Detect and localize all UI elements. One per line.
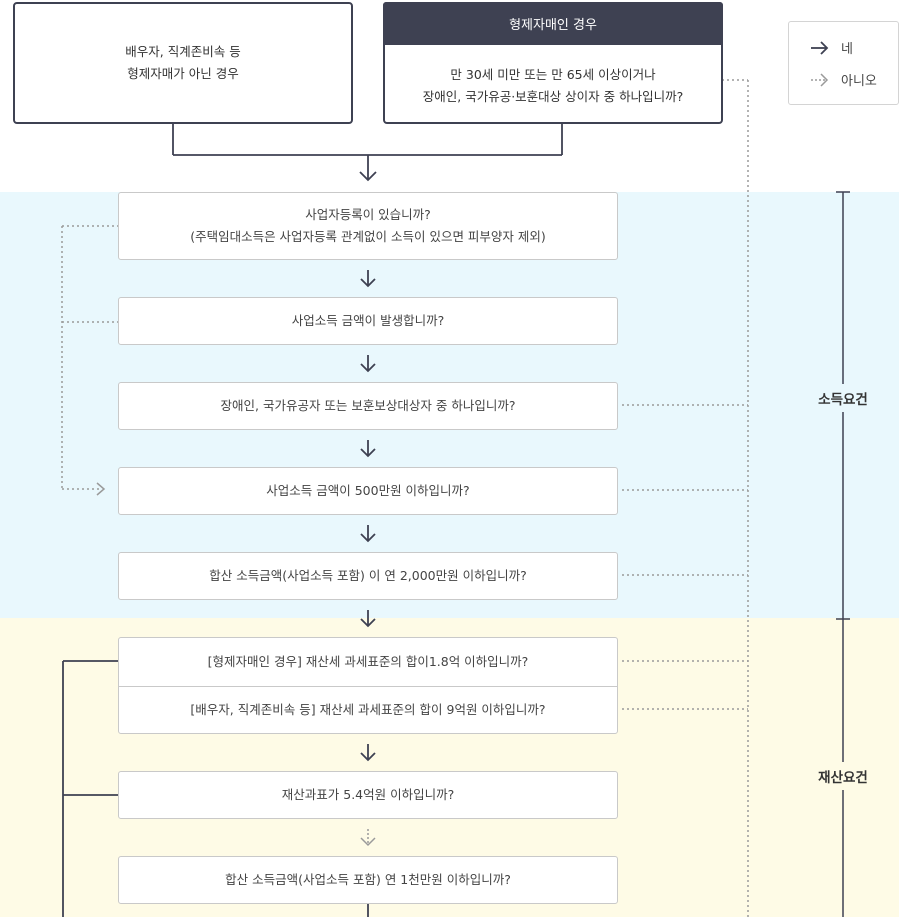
question-property-5-4: 재산과표가 5.4억원 이하입니까?: [118, 771, 618, 819]
dotted-arrow-icon: [811, 72, 829, 87]
sibling-box-line2: 장애인, 국가유공·보훈대상 상이자 중 하나입니까?: [422, 89, 684, 104]
question-5-text: 합산 소득금액(사업소득 포함) 이 연 2,000만원 이하입니까?: [209, 568, 527, 583]
question-3-text: 장애인, 국가유공자 또는 보훈보상대상자 중 하나입니까?: [220, 398, 516, 413]
legend: 네 아니오: [788, 21, 899, 105]
sibling-box-header: 형제자매인 경우: [383, 2, 723, 45]
question-business-income: 사업소득 금액이 발생합니까?: [118, 297, 618, 345]
question-property-tax-group: [형제자매인 경우] 재산세 과세표준의 합이1.8억 이하입니까? [배우자,…: [118, 637, 618, 734]
solid-arrow-icon: [811, 40, 829, 55]
legend-yes-label: 네: [841, 42, 853, 57]
left-no-connector: [61, 225, 118, 490]
question-6a-text: [형제자매인 경우] 재산세 과세표준의 합이1.8억 이하입니까?: [207, 653, 529, 669]
question-total-income-2000: 합산 소득금액(사업소득 포함) 이 연 2,000만원 이하입니까?: [118, 552, 618, 600]
spouse-box-line2: 형제자매가 아닌 경우: [127, 66, 239, 81]
legend-no-label: 아니오: [841, 74, 877, 89]
sibling-box-line1: 만 30세 미만 또는 만 65세 이상이거나: [450, 67, 656, 82]
question-1-line2: (주택임대소득은 사업자등록 관계없이 소득이 있으면 피부양자 제외): [190, 229, 546, 244]
down-arrow: [360, 270, 376, 917]
question-income-500: 사업소득 금액이 500만원 이하입니까?: [118, 467, 618, 515]
question-property-sibling: [형제자매인 경우] 재산세 과세표준의 합이1.8억 이하입니까?: [119, 638, 617, 687]
legend-no: 아니오: [809, 70, 877, 89]
right-no-connector: [622, 79, 749, 917]
section-bracket: [836, 191, 850, 917]
spouse-box-line1: 배우자, 직계존비속 등: [125, 44, 241, 59]
question-property-spouse: [배우자, 직계존비속 등] 재산세 과세표준의 합이 9억원 이하입니까?: [119, 687, 617, 734]
top-merge-connector: [172, 123, 563, 182]
question-1-line1: 사업자등록이 있습니까?: [305, 207, 431, 222]
section-label-income: 소득요건: [803, 384, 883, 412]
legend-yes: 네: [809, 38, 853, 57]
question-2-text: 사업소득 금액이 발생합니까?: [291, 313, 445, 328]
question-total-income-1000: 합산 소득금액(사업소득 포함) 연 1천만원 이하입니까?: [118, 856, 618, 904]
question-disabled-merit: 장애인, 국가유공자 또는 보훈보상대상자 중 하나입니까?: [118, 382, 618, 430]
dotted-down-arrow: [360, 829, 376, 847]
asset-left-connector: [62, 660, 118, 917]
question-7-text: 재산과표가 5.4억원 이하입니까?: [281, 787, 455, 802]
question-6b-text: [배우자, 직계존비속 등] 재산세 과세표준의 합이 9억원 이하입니까?: [190, 701, 546, 717]
section-label-asset: 재산요건: [803, 762, 883, 790]
spouse-box: 배우자, 직계존비속 등 형제자매가 아닌 경우: [13, 2, 353, 124]
question-8-text: 합산 소득금액(사업소득 포함) 연 1천만원 이하입니까?: [225, 872, 511, 887]
question-4-text: 사업소득 금액이 500만원 이하입니까?: [266, 483, 470, 498]
question-business-registration: 사업자등록이 있습니까? (주택임대소득은 사업자등록 관계없이 소득이 있으면…: [118, 192, 618, 260]
